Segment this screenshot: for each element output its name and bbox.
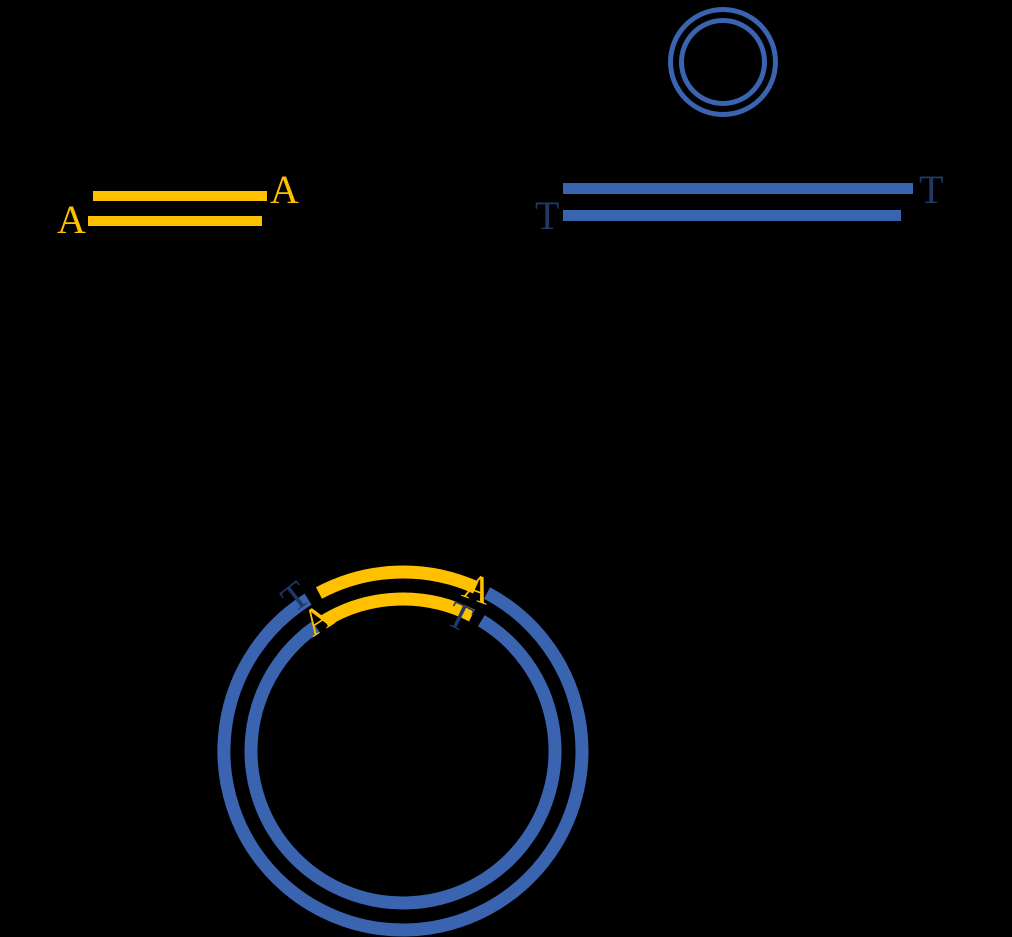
closed-plasmid-outer-ring [668, 7, 778, 117]
insert-top-strand [93, 191, 267, 201]
closed-plasmid-inner-ring [679, 18, 767, 106]
insert-overhang-a-right: A [270, 167, 299, 212]
insert-overhang-a-left: A [57, 197, 86, 242]
vector-overhang-t-left: T [535, 193, 560, 238]
ligated-vector-outer-arc [217, 587, 589, 937]
closed-plasmid [668, 7, 778, 117]
vector-bottom-strand [563, 210, 901, 221]
ligated-vector-inner-arc [244, 615, 562, 910]
ligated-insert-outer-arc [315, 565, 479, 599]
vector-overhang-t-right: T [919, 167, 944, 212]
ligated-plasmid [217, 565, 589, 937]
insert-bottom-strand [88, 216, 262, 226]
ligated-insert-inner-arc [321, 592, 475, 627]
vector-top-strand [563, 183, 913, 194]
